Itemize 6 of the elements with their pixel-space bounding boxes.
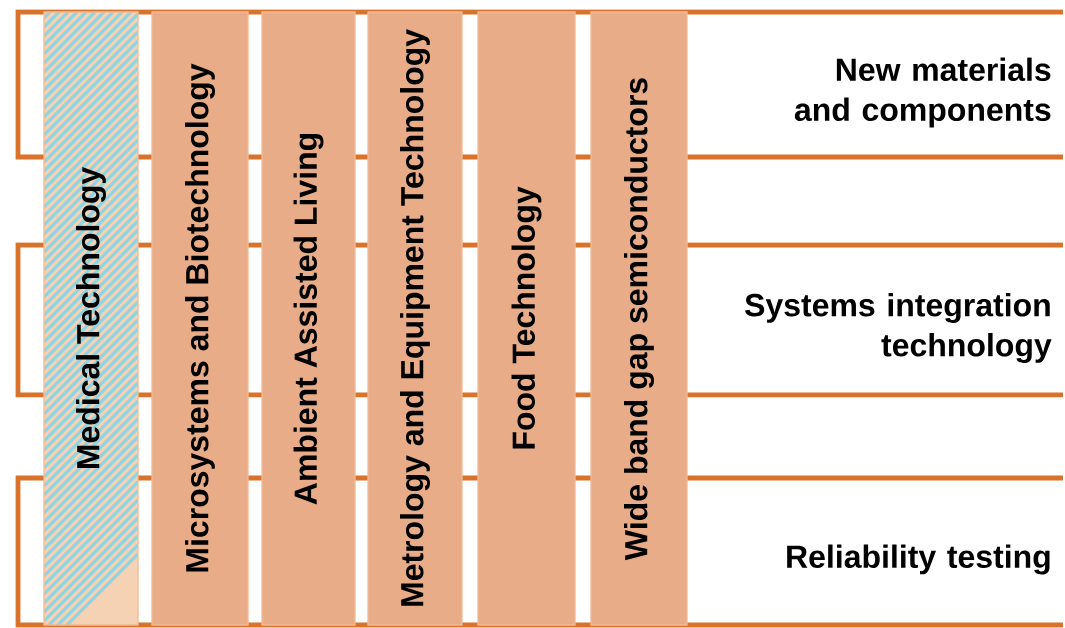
column-bar: Food Technology: [477, 11, 576, 626]
column-bar: Medical Technology: [43, 11, 139, 626]
column-bar: Ambient Assisted Living: [261, 11, 356, 626]
column-bar: Metrology and Equipment Technology: [367, 11, 463, 626]
column-bar: Microsystems and Biotechnology: [151, 11, 249, 626]
column-bar: Wide band gap semiconductors: [590, 11, 688, 626]
